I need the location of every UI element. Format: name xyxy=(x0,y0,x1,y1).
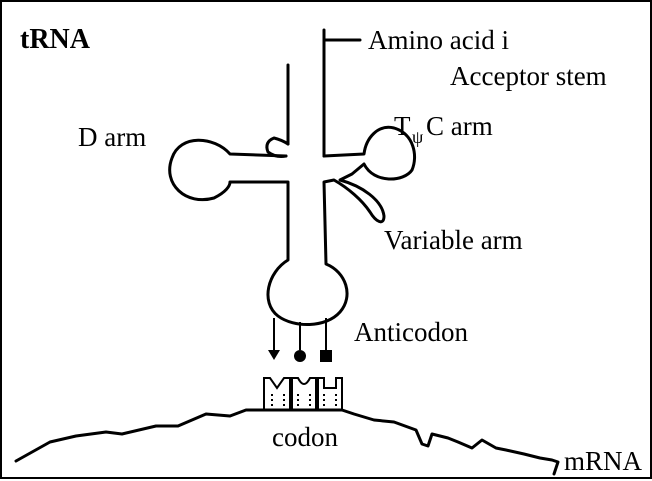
anticodon-label: Anticodon xyxy=(354,317,468,347)
svg-text:ψ: ψ xyxy=(412,127,424,147)
variable-arm-label: Variable arm xyxy=(384,225,523,255)
mrna-label: mRNA xyxy=(564,446,643,476)
d-arm-label: D arm xyxy=(78,122,146,152)
codon-sockets xyxy=(264,378,342,410)
anticodon-arrow-icon xyxy=(268,350,280,360)
codon-socket-arrow xyxy=(264,378,290,410)
svg-text:T: T xyxy=(394,111,411,141)
diagram-title: tRNA xyxy=(20,24,91,55)
acceptor-stem-label: Acceptor stem xyxy=(450,61,607,91)
tpsic-arm-label: T ψ C arm xyxy=(394,111,493,147)
trna-cloverleaf-outline xyxy=(170,127,415,324)
codon-socket-circle xyxy=(292,378,316,410)
anticodon-square-icon xyxy=(320,350,332,362)
d-arm-hook xyxy=(267,138,288,157)
amino-acid-label: Amino acid i xyxy=(368,25,509,55)
codon-label: codon xyxy=(272,422,338,452)
codon-socket-square xyxy=(318,378,342,410)
codon-dotted-bonds xyxy=(272,394,336,410)
svg-text:C arm: C arm xyxy=(426,111,493,141)
anticodon-circle-icon xyxy=(294,350,306,362)
